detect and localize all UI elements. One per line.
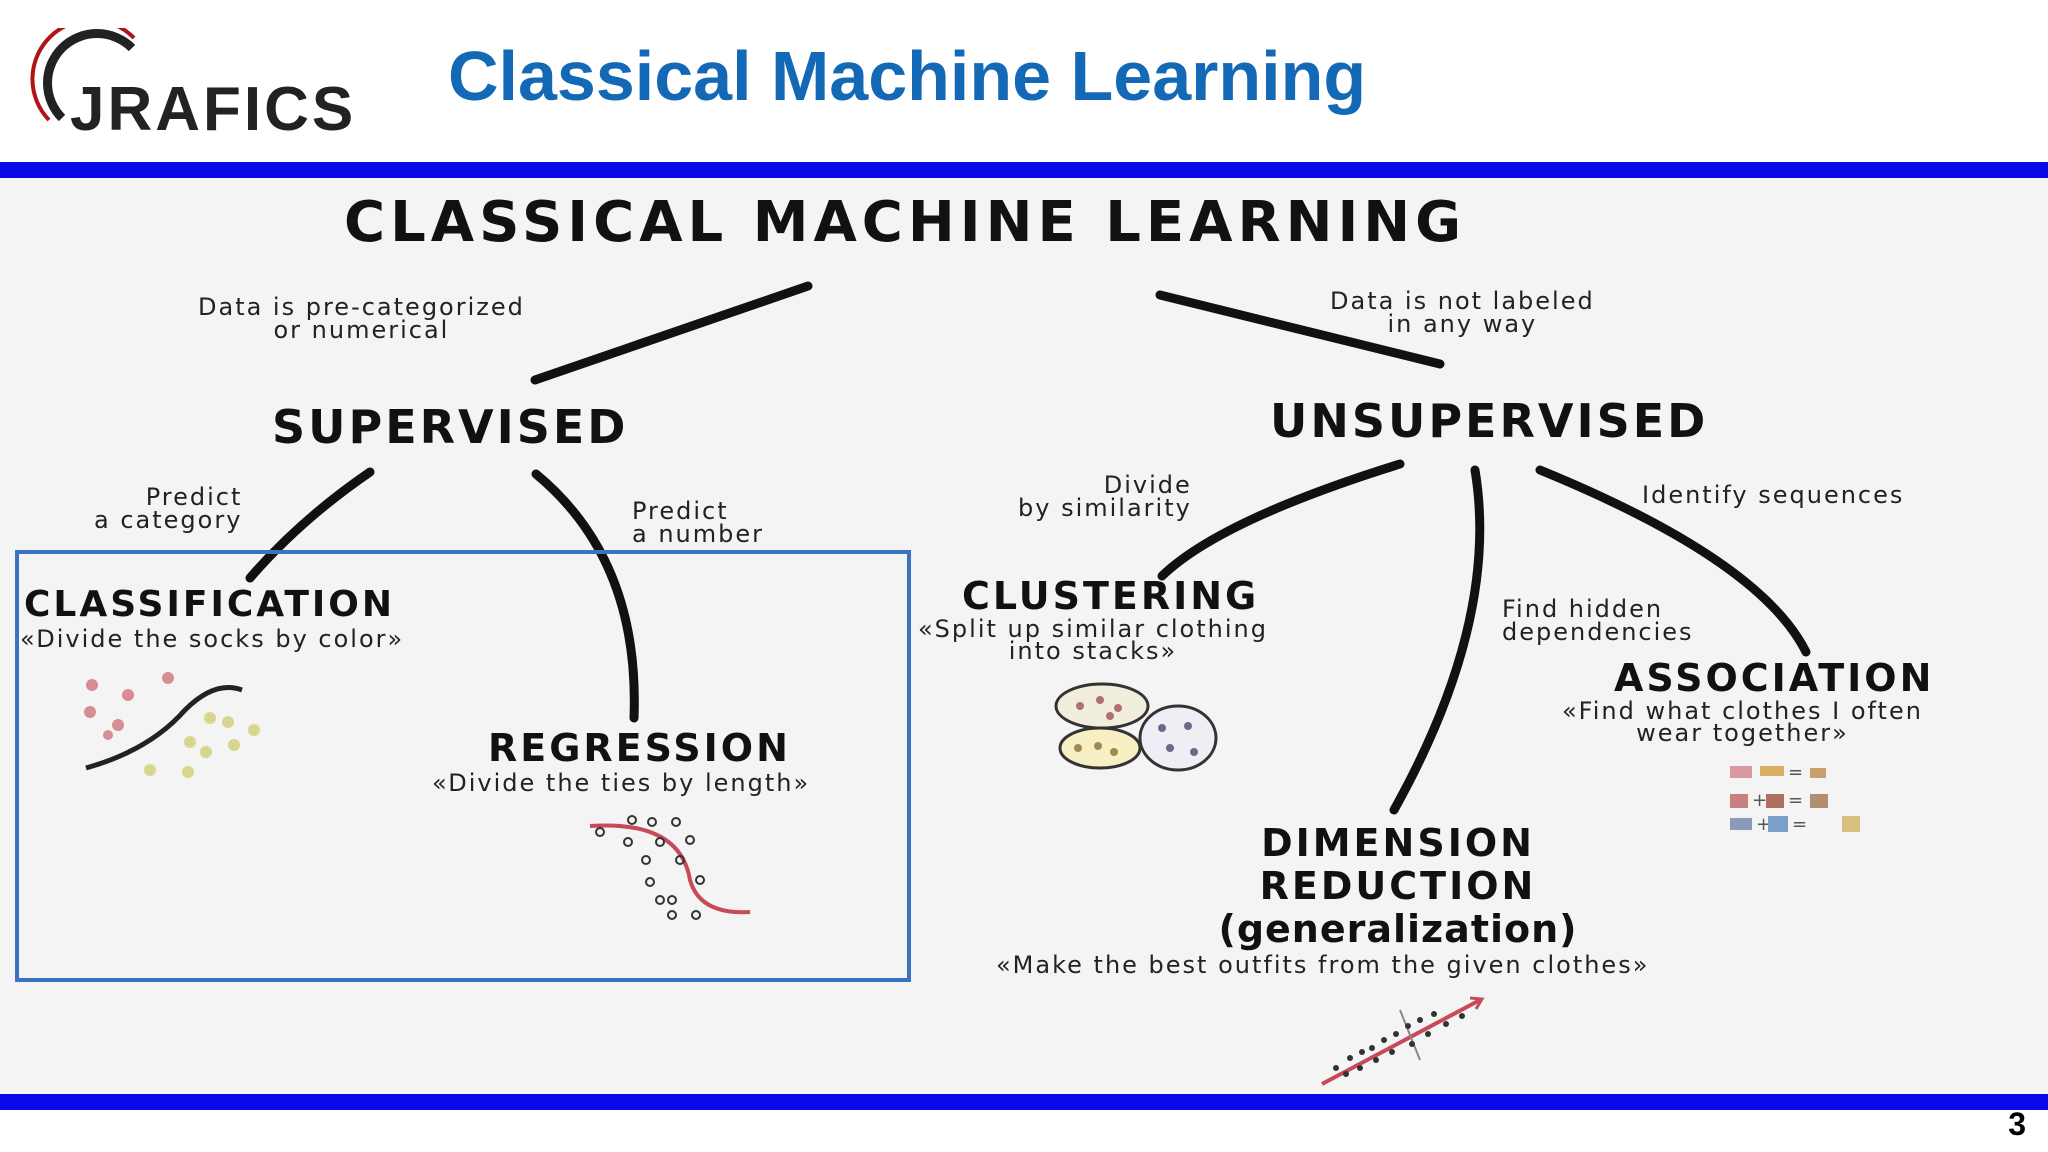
edge-unsupervised-association bbox=[1535, 465, 1811, 657]
svg-text:=: = bbox=[1788, 790, 1803, 811]
association-edge-label: Identify sequences bbox=[1642, 481, 1905, 509]
clustering-node: CLUSTERING bbox=[962, 574, 1260, 618]
association-node: ASSOCIATION bbox=[1614, 656, 1935, 700]
page-number: 3 bbox=[2008, 1106, 2026, 1142]
classification-example: «Divide the socks by color» bbox=[20, 625, 405, 653]
edge-unsupervised-dimension bbox=[1389, 465, 1485, 815]
grafics-logo: JRAFICS bbox=[30, 28, 356, 144]
association-example: «Find what clothes I often wear together… bbox=[1562, 697, 1923, 747]
svg-text:=: = bbox=[1792, 814, 1807, 835]
edge-root-unsupervised bbox=[1155, 290, 1445, 369]
edge-root-supervised bbox=[530, 281, 813, 385]
classification-illustration bbox=[84, 672, 260, 778]
unsupervised-edge-label: Data is not labeled in any way bbox=[1330, 287, 1595, 338]
unsupervised-node: UNSUPERVISED bbox=[1270, 394, 1709, 448]
clustering-edge-label: Divide by similarity bbox=[1018, 471, 1192, 522]
supervised-node: SUPERVISED bbox=[272, 400, 629, 454]
bottom-divider-band bbox=[0, 1094, 2048, 1110]
regression-illustration bbox=[589, 815, 751, 920]
svg-text:+: + bbox=[1756, 814, 1771, 835]
clustering-example: «Split up similar clothing into stacks» bbox=[918, 615, 1268, 665]
dimension-reduction-edge-label: Find hidden dependencies bbox=[1502, 595, 1694, 646]
diagram-heading: CLASSICAL MACHINE LEARNING bbox=[344, 190, 1467, 255]
edge-supervised-regression bbox=[531, 469, 639, 723]
diagram-area bbox=[0, 178, 2048, 1094]
dimension-reduction-example: «Make the best outfits from the given cl… bbox=[996, 951, 1650, 979]
association-illustration: = + = + = bbox=[1730, 762, 1860, 835]
classification-node: CLASSIFICATION bbox=[24, 584, 396, 625]
clustering-illustration bbox=[1054, 682, 1218, 772]
slide-title: Classical Machine Learning bbox=[448, 37, 1367, 115]
regression-example: «Divide the ties by length» bbox=[432, 769, 811, 797]
dimension-reduction-node: DIMENSION REDUCTION (generalization) bbox=[1218, 821, 1578, 951]
svg-text:=: = bbox=[1788, 762, 1803, 783]
svg-text:JRAFICS: JRAFICS bbox=[70, 75, 356, 144]
edge-unsupervised-clustering bbox=[1157, 459, 1405, 581]
dimension-reduction-illustration bbox=[1321, 996, 1485, 1086]
supervised-highlight-box bbox=[15, 550, 911, 982]
svg-text:+: + bbox=[1752, 790, 1767, 811]
regression-edge-label: Predict a number bbox=[632, 497, 765, 548]
regression-node: REGRESSION bbox=[488, 726, 791, 770]
edge-supervised-classification bbox=[245, 467, 375, 583]
supervised-edge-label: Data is pre-categorized or numerical bbox=[198, 293, 525, 344]
classification-edge-label: Predict a category bbox=[94, 483, 243, 534]
top-divider-band bbox=[0, 162, 2048, 178]
